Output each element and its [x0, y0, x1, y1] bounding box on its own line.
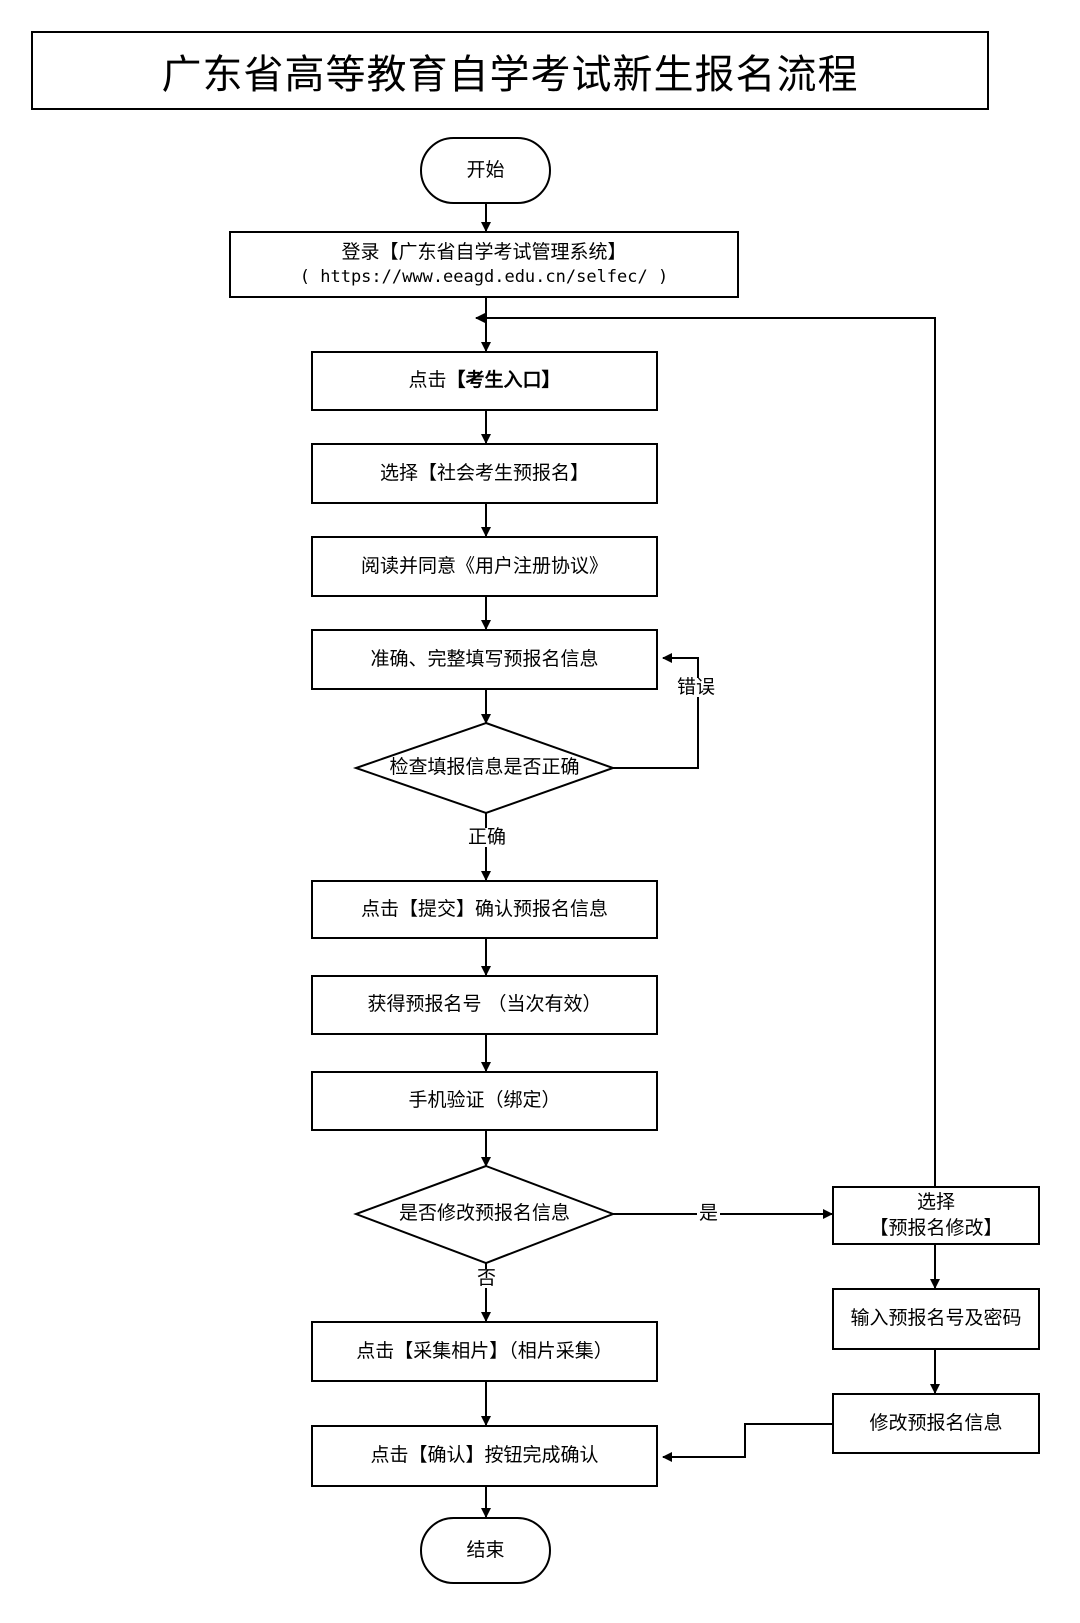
fill-info-node: 准确、完整填写预报名信息	[311, 629, 658, 690]
select-modify-line1: 选择	[916, 1190, 955, 1213]
confirm-node: 点击【确认】按钮完成确认	[311, 1425, 658, 1487]
edge-label-error: 错误	[675, 676, 718, 698]
select-modify-line2: 【预报名修改】	[869, 1216, 1003, 1239]
select-social-node: 选择【社会考生预报名】	[311, 443, 658, 504]
click-entry-target: 【考生入口】	[446, 369, 561, 392]
modify-info-node: 修改预报名信息	[832, 1393, 1040, 1454]
edge-check-error-loop	[613, 653, 699, 769]
click-entry-prefix: 点击	[408, 369, 447, 392]
select-modify-node: 选择 【预报名修改】	[832, 1186, 1040, 1245]
edge-label-no: 否	[475, 1267, 499, 1289]
get-number-node: 获得预报名号 （当次有效）	[311, 975, 658, 1035]
login-node: 登录【广东省自学考试管理系统】 ( https://www.eeagd.edu.…	[229, 231, 739, 298]
decision-check-info-shape	[352, 721, 616, 815]
submit-node: 点击【提交】确认预报名信息	[311, 880, 658, 939]
start-node: 开始	[420, 137, 551, 204]
decision-modify-shape	[353, 1164, 616, 1265]
edge-label-correct: 正确	[466, 826, 509, 848]
collect-photo-node: 点击【采集相片】（相片采集）	[311, 1321, 658, 1382]
edge-selectmodify-back	[475, 313, 936, 1186]
modify-decision: 是否修改预报名信息	[398, 1202, 570, 1224]
input-number-node: 输入预报名号及密码	[832, 1288, 1040, 1350]
end-node: 结束	[420, 1517, 551, 1584]
phone-verify-node: 手机验证（绑定）	[311, 1071, 658, 1131]
login-system-label: 登录【广东省自学考试管理系统】	[341, 241, 627, 264]
page-title: 广东省高等教育自学考试新生报名流程	[31, 31, 989, 110]
edge-label-yes: 是	[697, 1202, 721, 1224]
edge-modifyinfo-confirm	[662, 1423, 832, 1462]
click-entry-node: 点击【考生入口】	[311, 351, 658, 411]
login-url: ( https://www.eeagd.edu.cn/selfec/ )	[299, 266, 669, 287]
check-info-decision: 检查填报信息是否正确	[389, 756, 580, 778]
read-agree-node: 阅读并同意《用户注册协议》	[311, 536, 658, 597]
